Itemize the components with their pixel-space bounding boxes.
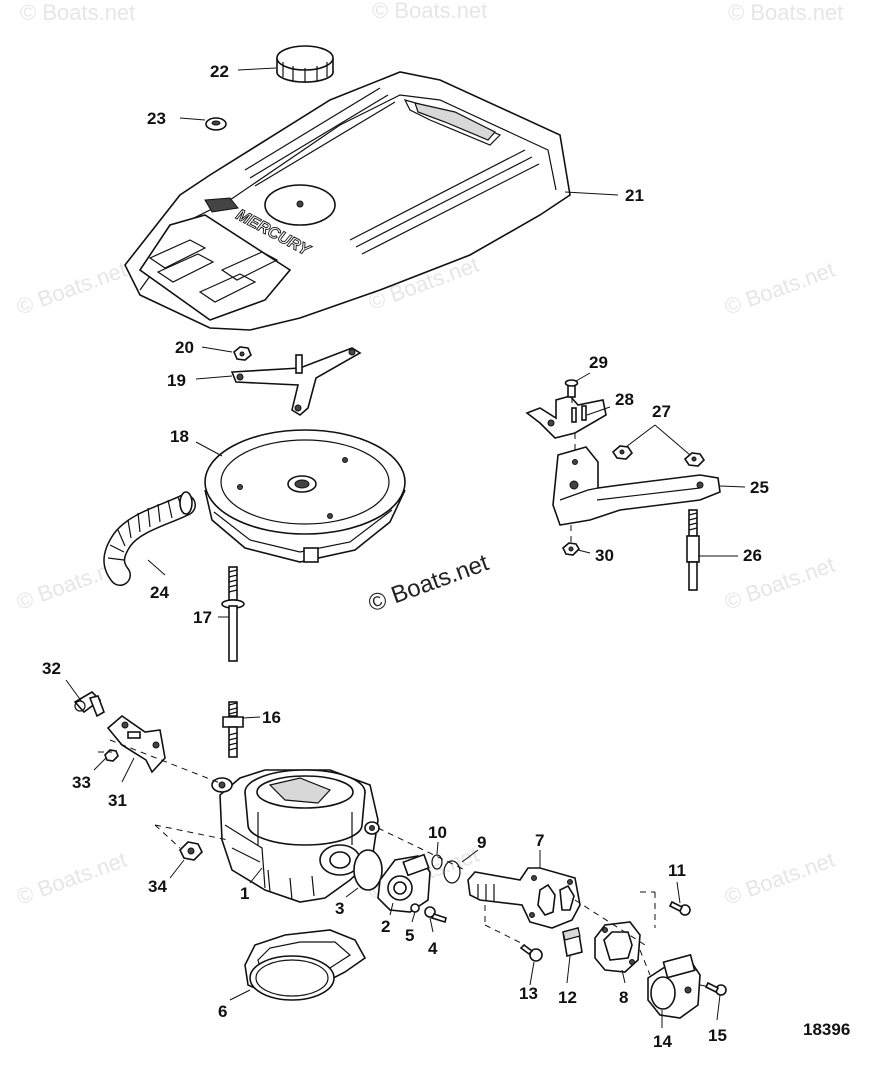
screw-13 [519,943,543,962]
watermark-main: © Boats.net [365,549,493,617]
callout-1: 1 [240,884,249,903]
watermark-faint: © Boats.net [20,0,135,25]
callout-26: 26 [743,546,762,565]
callout-13: 13 [519,984,538,1003]
screw-11 [668,900,691,916]
callout-labels: 22 23 21 20 19 18 24 17 16 29 28 27 25 2… [42,62,769,1051]
callout-19: 19 [167,371,186,390]
gasket-6 [244,929,367,1001]
tps-sensor [377,853,431,913]
engine-cover: MERCURY [124,71,571,331]
callout-34: 34 [148,877,167,896]
o-ring-9 [443,860,461,884]
callout-21: 21 [625,186,644,205]
stud-17 [221,566,245,662]
grommet [205,117,227,131]
iac-motor [647,953,701,1019]
callout-3: 3 [335,899,344,918]
callout-18: 18 [170,427,189,446]
callout-4: 4 [428,939,438,958]
watermark-faint: © Boats.net [721,552,838,615]
callout-28: 28 [615,390,634,409]
watermark-faint: © Boats.net [721,257,838,320]
callout-20: 20 [175,338,194,357]
screw-5 [410,903,420,913]
callout-2: 2 [381,917,390,936]
callout-11: 11 [668,861,686,880]
callout-6: 6 [218,1002,227,1021]
nut-34 [179,841,203,861]
callout-7: 7 [535,831,544,850]
watermark-faint: © Boats.net [13,257,130,320]
callout-9: 9 [477,833,486,852]
callout-12: 12 [558,988,577,1007]
figure-number: 18396 [803,1020,850,1039]
assembly-lines [98,397,711,988]
iac-adapter [467,867,581,929]
callout-5: 5 [405,926,414,945]
flame-arrestor [204,429,406,563]
callout-22: 22 [210,62,229,81]
gasket-3 [353,849,383,891]
bracket-assembly [525,379,721,591]
leader-lines [65,67,746,1028]
bracket-31 [106,714,166,774]
oil-cap [276,45,334,83]
o-ring-10 [431,854,443,870]
callout-16: 16 [262,708,281,727]
block-12 [562,927,583,957]
callout-31: 31 [108,791,127,810]
callout-8: 8 [619,988,628,1007]
callout-33: 33 [72,773,91,792]
nut-33 [104,749,119,762]
screw-15 [704,981,727,996]
bracket-19 [230,347,362,416]
nut-20 [233,346,252,361]
callout-24: 24 [150,583,169,602]
callout-17: 17 [193,608,212,627]
callout-32: 32 [42,659,61,678]
watermark-faint: © Boats.net [728,0,843,25]
fitting-32 [73,690,105,718]
gasket-8 [594,921,641,973]
callout-15: 15 [708,1026,727,1045]
callout-25: 25 [750,478,769,497]
throttle-body [211,769,380,903]
callout-27: 27 [652,402,671,421]
screw-4 [424,906,447,924]
watermark-faint: © Boats.net [721,847,838,910]
watermark-faint: © Boats.net [372,0,487,23]
breather-hose [103,491,196,586]
callout-30: 30 [595,546,614,565]
stud-16 [222,701,244,758]
watermark-faint: © Boats.net [13,847,130,910]
callout-10: 10 [428,823,447,842]
callout-14: 14 [653,1032,672,1051]
callout-29: 29 [589,353,608,372]
callout-23: 23 [147,109,166,128]
